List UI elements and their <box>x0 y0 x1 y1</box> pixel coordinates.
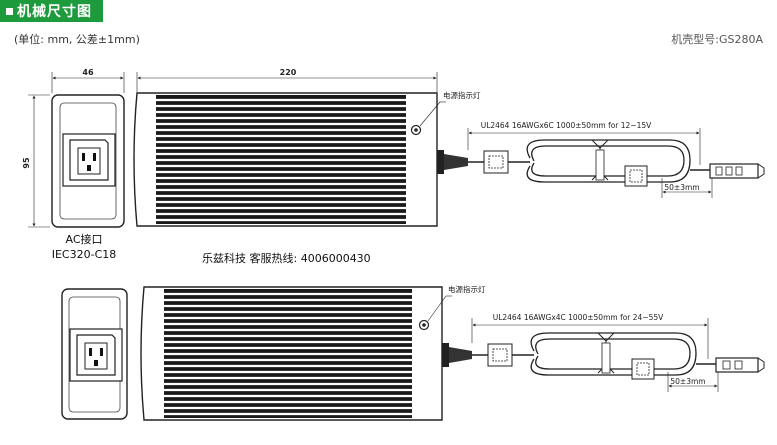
service-hotline: 乐兹科技 客服热线: 4006000430 <box>202 252 371 265</box>
section-title: 机械尺寸图 <box>17 4 92 20</box>
section-header: 机械尺寸图 <box>0 0 103 22</box>
bottom-cable: UL2464 16AWGx4C 1000±50mm for 24~55V 50±… <box>442 313 765 392</box>
led-label-bottom: 电源指示灯 <box>448 284 486 294</box>
ac-label-line1: AC接口 <box>65 233 103 246</box>
bottom-side-view <box>140 286 443 421</box>
model-label: 机壳型号:GS280A <box>671 33 763 46</box>
cable-spec-top: UL2464 16AWGx6C 1000±50mm for 12~15V <box>481 121 652 130</box>
bottom-end-view <box>61 288 128 420</box>
dim-height-95: 95 <box>22 94 50 228</box>
ac-interface-label: AC接口 IEC320-C18 <box>48 232 120 262</box>
unit-note: (单位: mm, 公差±1mm) <box>14 33 140 46</box>
led-callout-top: 电源指示灯 <box>419 90 481 127</box>
dim-length-220: 220 <box>136 68 438 92</box>
end-dim-top: 50±3mm <box>664 183 699 192</box>
led-callout-bottom: 电源指示灯 <box>427 284 486 322</box>
ac-label-line2: IEC320-C18 <box>51 248 117 261</box>
dim-width-46: 46 <box>51 68 125 93</box>
cable-spec-bottom: UL2464 16AWGx4C 1000±50mm for 24~55V <box>493 313 664 322</box>
top-cable: UL2464 16AWGx6C 1000±50mm for 12~15V 50±… <box>437 121 765 198</box>
top-side-view <box>133 92 438 227</box>
dim-height-text: 95 <box>22 157 31 169</box>
led-label-top: 电源指示灯 <box>443 90 481 100</box>
top-end-view <box>51 94 125 228</box>
dim-width-text: 46 <box>82 68 94 77</box>
end-dim-bottom: 50±3mm <box>670 377 705 386</box>
bullet-square-icon <box>6 7 13 15</box>
dim-length-text: 220 <box>280 68 297 77</box>
